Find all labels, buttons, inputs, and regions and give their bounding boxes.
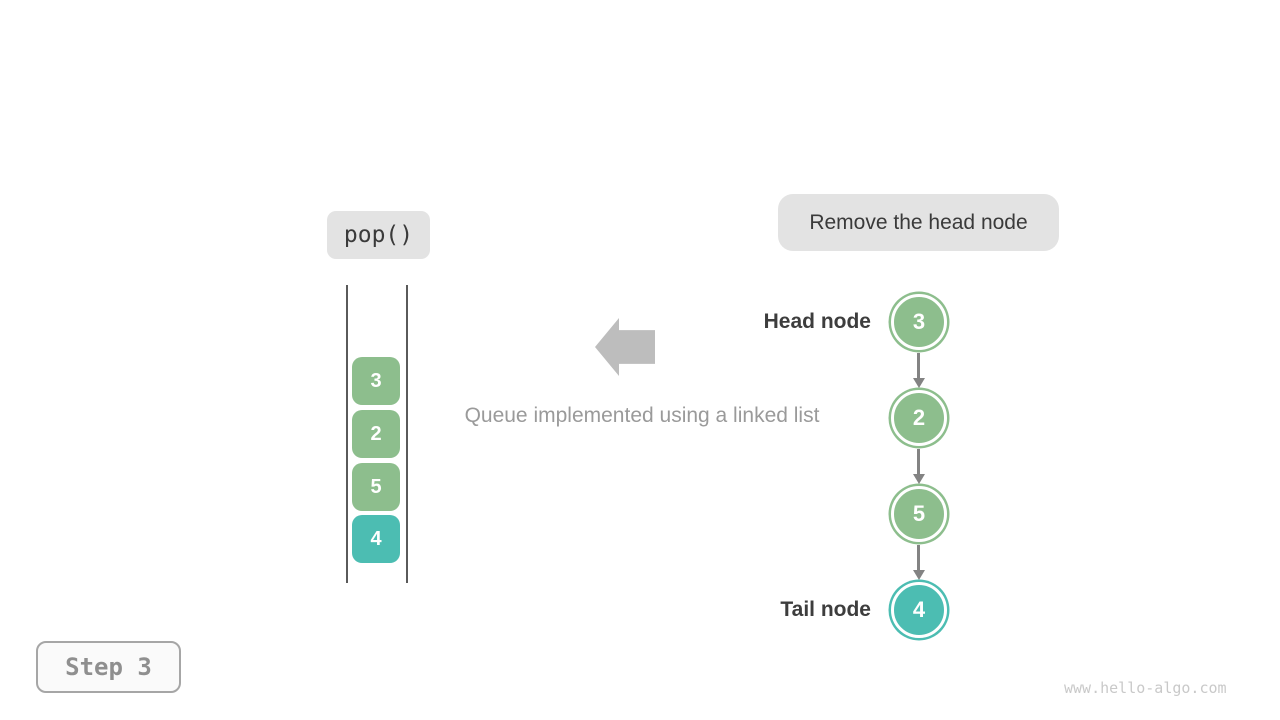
head-node-label: Head node — [763, 310, 871, 333]
queue-cell: 2 — [352, 410, 400, 458]
watermark-text: www.hello-algo.com — [1064, 679, 1227, 697]
step-badge-text: Step 3 — [65, 653, 152, 681]
linked-list-node: 4 — [891, 582, 947, 638]
arrow-down-icon — [917, 353, 920, 379]
left-arrow-icon — [595, 318, 655, 376]
linked-list-node: 5 — [891, 486, 947, 542]
queue-wall-left — [346, 285, 348, 583]
queue-cell: 3 — [352, 357, 400, 405]
tail-node-label: Tail node — [780, 598, 871, 621]
arrow-down-icon — [917, 449, 920, 475]
step-badge: Step 3 — [36, 641, 181, 693]
annotation-label: Remove the head node — [778, 194, 1059, 251]
queue-cell: 5 — [352, 463, 400, 511]
queue-wall-right — [406, 285, 408, 583]
caption-text: Queue implemented using a linked list — [464, 404, 820, 427]
arrow-down-icon — [917, 545, 920, 571]
annotation-label-text: Remove the head node — [809, 210, 1028, 234]
linked-list-node: 2 — [891, 390, 947, 446]
linked-list-node: 3 — [891, 294, 947, 350]
operation-label: pop() — [327, 211, 430, 259]
operation-label-text: pop() — [343, 222, 414, 248]
queue-cell: 4 — [352, 515, 400, 563]
